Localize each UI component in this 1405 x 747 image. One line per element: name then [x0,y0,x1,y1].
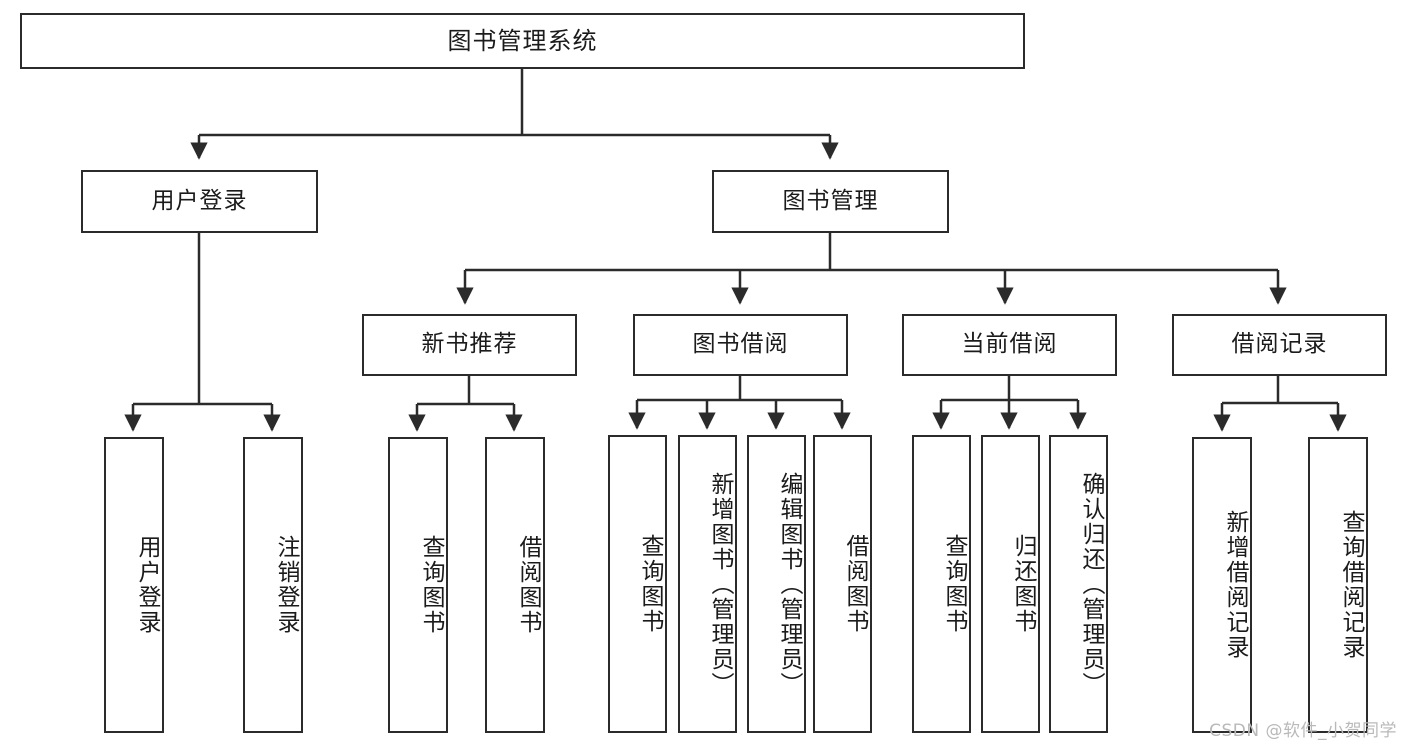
node-new-book-recommend-label: 新书推荐 [421,331,518,358]
node-book-management[interactable]: 图书管理 [712,170,949,233]
node-user-login-label: 用户登录 [151,187,248,214]
node-current-borrow[interactable]: 当前借阅 [902,314,1117,376]
leaf-query-book-borrow[interactable]: 查询图书 [608,435,667,733]
node-book-borrow[interactable]: 图书借阅 [633,314,848,376]
leaf-add-borrow-record[interactable]: 新增借阅记录 [1192,437,1252,733]
leaf-add-book-label: 新增图书（管理员） [707,471,733,697]
node-borrow-record[interactable]: 借阅记录 [1172,314,1387,376]
leaf-user-login[interactable]: 用户登录 [104,437,164,733]
leaf-query-borrow-record[interactable]: 查询借阅记录 [1308,437,1368,733]
leaf-query-book-current[interactable]: 查询图书 [912,435,971,733]
node-user-login[interactable]: 用户登录 [81,170,318,233]
node-book-borrow-label: 图书借阅 [692,331,789,358]
node-book-management-label: 图书管理 [782,187,879,214]
leaf-query-book-recommend[interactable]: 查询图书 [388,437,448,733]
leaf-query-book-current-label: 查询图书 [941,534,967,634]
leaf-borrow-book-recommend-label: 借阅图书 [515,535,541,635]
leaf-query-book-borrow-label: 查询图书 [637,534,663,634]
leaf-confirm-return[interactable]: 确认归还（管理员） [1049,435,1108,733]
watermark: CSDN @软件_小贺同学 [1209,721,1397,741]
leaf-add-book[interactable]: 新增图书（管理员） [678,435,737,733]
leaf-query-borrow-record-label: 查询借阅记录 [1338,510,1364,660]
leaf-borrow-book-recommend[interactable]: 借阅图书 [485,437,545,733]
leaf-logout-label: 注销登录 [273,535,299,635]
leaf-edit-book[interactable]: 编辑图书（管理员） [747,435,806,733]
leaf-borrow-book[interactable]: 借阅图书 [813,435,872,733]
leaf-edit-book-label: 编辑图书（管理员） [776,471,802,697]
leaf-borrow-book-label: 借阅图书 [842,534,868,634]
node-root[interactable]: 图书管理系统 [20,13,1025,69]
leaf-confirm-return-label: 确认归还（管理员） [1078,471,1104,697]
leaf-add-borrow-record-label: 新增借阅记录 [1222,510,1248,660]
node-borrow-record-label: 借阅记录 [1231,331,1328,358]
leaf-logout[interactable]: 注销登录 [243,437,303,733]
node-root-label: 图书管理系统 [447,26,598,55]
leaf-return-book-label: 归还图书 [1010,534,1036,634]
node-new-book-recommend[interactable]: 新书推荐 [362,314,577,376]
leaf-query-book-recommend-label: 查询图书 [418,535,444,635]
node-current-borrow-label: 当前借阅 [961,331,1058,358]
leaf-return-book[interactable]: 归还图书 [981,435,1040,733]
leaf-user-login-label: 用户登录 [134,535,160,635]
